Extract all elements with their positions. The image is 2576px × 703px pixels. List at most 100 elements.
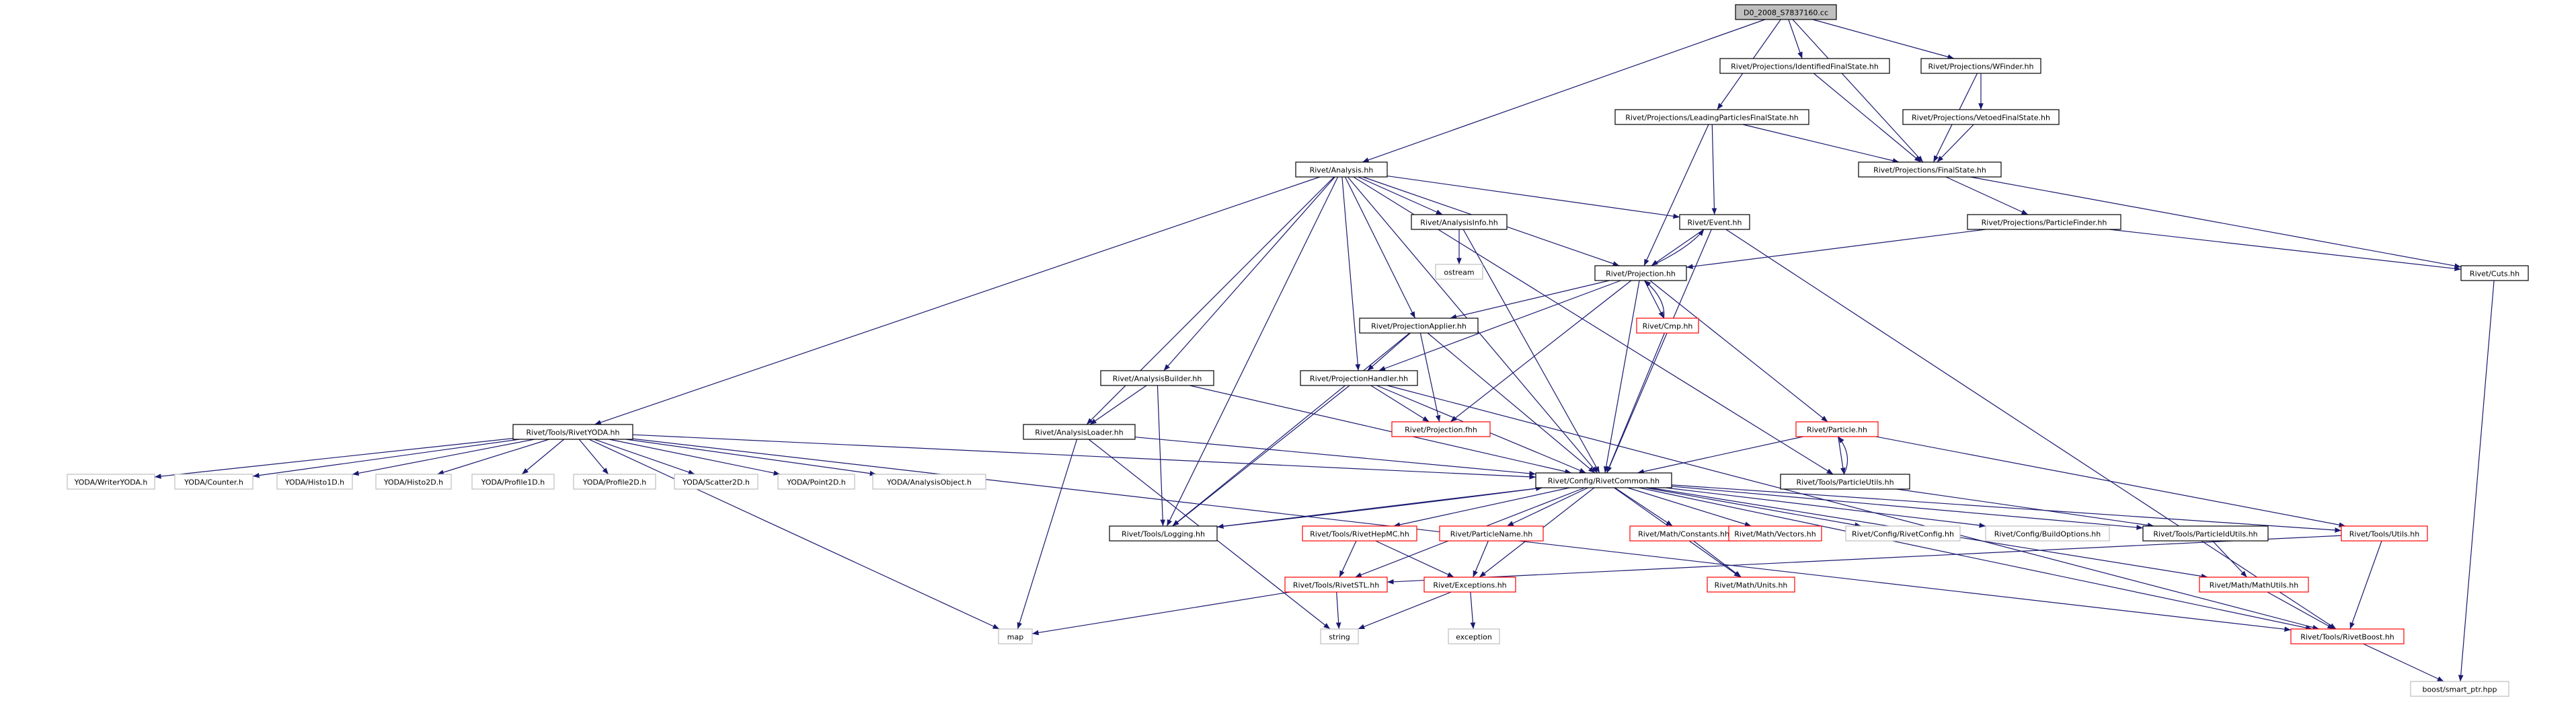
node-box[interactable] — [1100, 370, 1214, 386]
edge-rivetyoda-to-profile2d — [578, 439, 609, 475]
node-box[interactable] — [1795, 421, 1879, 437]
node-box[interactable] — [2290, 628, 2405, 644]
node-label: D0_2008_S7837160.cc — [1744, 9, 1828, 17]
node-box[interactable] — [2199, 577, 2309, 593]
edge-line — [1341, 176, 1361, 371]
node-cuts[interactable]: Rivet/Cuts.hh — [2460, 265, 2529, 281]
edge-line — [1606, 332, 1666, 474]
node-box[interactable] — [512, 424, 633, 440]
node-box[interactable] — [1967, 214, 2121, 230]
node-box — [674, 474, 758, 490]
node-box[interactable] — [1636, 318, 1699, 334]
node-label: YODA/Profile1D.h — [481, 478, 545, 487]
node-particle[interactable]: Rivet/Particle.hh — [1795, 421, 1879, 437]
node-box[interactable] — [1359, 318, 1479, 334]
edge-line — [1686, 229, 1986, 269]
node-label: map — [1007, 633, 1023, 642]
edge-line — [1367, 332, 1411, 371]
node-box[interactable] — [1707, 577, 1795, 593]
node-exceptions[interactable]: Rivet/Exceptions.hh — [1423, 577, 1516, 593]
node-constants[interactable]: Rivet/Math/Constants.hh — [1629, 525, 1738, 542]
node-rivetstl[interactable]: Rivet/Tools/RivetSTL.hh — [1284, 577, 1388, 593]
node-box — [174, 474, 253, 490]
node-pidutils[interactable]: Rivet/Tools/ParticleIdUtils.hh — [2142, 525, 2269, 542]
node-projfhh[interactable]: Rivet/Projection.fhh — [1391, 421, 1491, 437]
node-label: Rivet/Projections/VetoedFinalState.hh — [1912, 114, 2050, 122]
node-wfinder[interactable]: Rivet/Projections/WFinder.hh — [1920, 58, 2041, 74]
edge-rivetyoda-to-histo2d — [437, 439, 549, 475]
node-box[interactable] — [1902, 109, 2060, 125]
node-cmp[interactable]: Rivet/Cmp.hh — [1636, 318, 1699, 334]
node-event[interactable]: Rivet/Event.hh — [1679, 214, 1750, 230]
node-box[interactable] — [1391, 421, 1491, 437]
node-box[interactable] — [1411, 214, 1508, 230]
node-box[interactable] — [1728, 525, 1822, 542]
node-box[interactable] — [1302, 525, 1417, 542]
node-finalstate[interactable]: Rivet/Projections/FinalState.hh — [1858, 161, 2002, 178]
node-box[interactable] — [1300, 370, 1418, 386]
node-lpfs[interactable]: Rivet/Projections/LeadingParticlesFinalS… — [1614, 109, 1809, 125]
node-projapplier[interactable]: Rivet/ProjectionApplier.hh — [1359, 318, 1479, 334]
node-abuilder[interactable]: Rivet/AnalysisBuilder.hh — [1100, 370, 1214, 386]
node-analysis[interactable]: Rivet/Analysis.hh — [1295, 161, 1388, 178]
node-analysisinfo[interactable]: Rivet/AnalysisInfo.hh — [1411, 214, 1508, 230]
node-label: Rivet/Tools/ParticleIdUtils.hh — [2153, 530, 2257, 539]
node-particlename[interactable]: Rivet/ParticleName.hh — [1439, 525, 1544, 542]
node-box[interactable] — [1735, 4, 1837, 20]
node-box — [1435, 264, 1483, 280]
node-box[interactable] — [1109, 525, 1218, 542]
node-box[interactable] — [2460, 265, 2529, 281]
node-box[interactable] — [1594, 265, 1687, 281]
node-box[interactable] — [1295, 161, 1388, 178]
node-vetoed[interactable]: Rivet/Projections/VetoedFinalState.hh — [1902, 109, 2060, 125]
node-label: Rivet/Config/RivetCommon.hh — [1548, 477, 1660, 486]
edge-line — [1651, 229, 1705, 266]
node-box[interactable] — [1614, 109, 1809, 125]
node-idfs[interactable]: Rivet/Projections/IdentifiedFinalState.h… — [1719, 58, 1890, 74]
edge-pidutils-to-mathutils — [2212, 540, 2248, 578]
node-label: Rivet/Tools/Logging.hh — [1122, 530, 1205, 539]
node-box[interactable] — [1858, 161, 2002, 178]
node-box[interactable] — [1284, 577, 1388, 593]
node-box[interactable] — [1780, 474, 1910, 490]
node-rivethepmc[interactable]: Rivet/Tools/RivetHepMC.hh — [1302, 525, 1417, 542]
edge-rivetyoda-to-rivetcommon — [632, 434, 1536, 480]
node-box[interactable] — [1423, 577, 1516, 593]
node-particleutils[interactable]: Rivet/Tools/ParticleUtils.hh — [1780, 474, 1910, 490]
node-box[interactable] — [2341, 525, 2428, 542]
node-projhandler[interactable]: Rivet/ProjectionHandler.hh — [1300, 370, 1418, 386]
node-box[interactable] — [1439, 525, 1544, 542]
edge-mathutils-to-rivetboost — [2267, 591, 2335, 630]
node-root[interactable]: D0_2008_S7837160.cc — [1735, 4, 1837, 20]
edge-analysis-to-aloader — [1086, 176, 1335, 425]
node-logging[interactable]: Rivet/Tools/Logging.hh — [1109, 525, 1218, 542]
node-box[interactable] — [1719, 58, 1890, 74]
node-rivetyoda[interactable]: Rivet/Tools/RivetYODA.hh — [512, 424, 633, 440]
node-box[interactable] — [1535, 472, 1672, 488]
node-label: boost/smart_ptr.hpp — [2423, 686, 2497, 694]
node-projection[interactable]: Rivet/Projection.hh — [1594, 265, 1687, 281]
node-aloader[interactable]: Rivet/AnalysisLoader.hh — [1023, 424, 1136, 440]
node-label: Rivet/Tools/RivetYODA.hh — [526, 429, 620, 437]
edge-rivetyoda-to-point2d — [609, 439, 781, 476]
node-box — [1985, 525, 2110, 542]
node-box[interactable] — [1023, 424, 1136, 440]
node-rivetcommon[interactable]: Rivet/Config/RivetCommon.hh — [1535, 472, 1672, 488]
node-vectors[interactable]: Rivet/Math/Vectors.hh — [1728, 525, 1822, 542]
edge-rivetcommon-to-vectors — [1627, 487, 1752, 527]
node-box[interactable] — [1920, 58, 2041, 74]
node-mathutils[interactable]: Rivet/Math/MathUtils.hh — [2199, 577, 2309, 593]
edge-line — [2458, 280, 2495, 682]
node-point2d: YODA/Point2D.h — [777, 474, 855, 490]
node-rivetboost[interactable]: Rivet/Tools/RivetBoost.hh — [2290, 628, 2405, 644]
edge-line — [1473, 540, 1489, 578]
edge-projection-to-projapplier — [1450, 280, 1610, 320]
edge-line — [1462, 229, 1600, 474]
node-box[interactable] — [1679, 214, 1750, 230]
node-label: Rivet/Cuts.hh — [2470, 270, 2520, 279]
edge-line — [1163, 176, 1335, 371]
node-box[interactable] — [2142, 525, 2269, 542]
node-units[interactable]: Rivet/Math/Units.hh — [1707, 577, 1795, 593]
node-pfinder[interactable]: Rivet/Projections/ParticleFinder.hh — [1967, 214, 2121, 230]
node-utils[interactable]: Rivet/Tools/Utils.hh — [2341, 525, 2428, 542]
